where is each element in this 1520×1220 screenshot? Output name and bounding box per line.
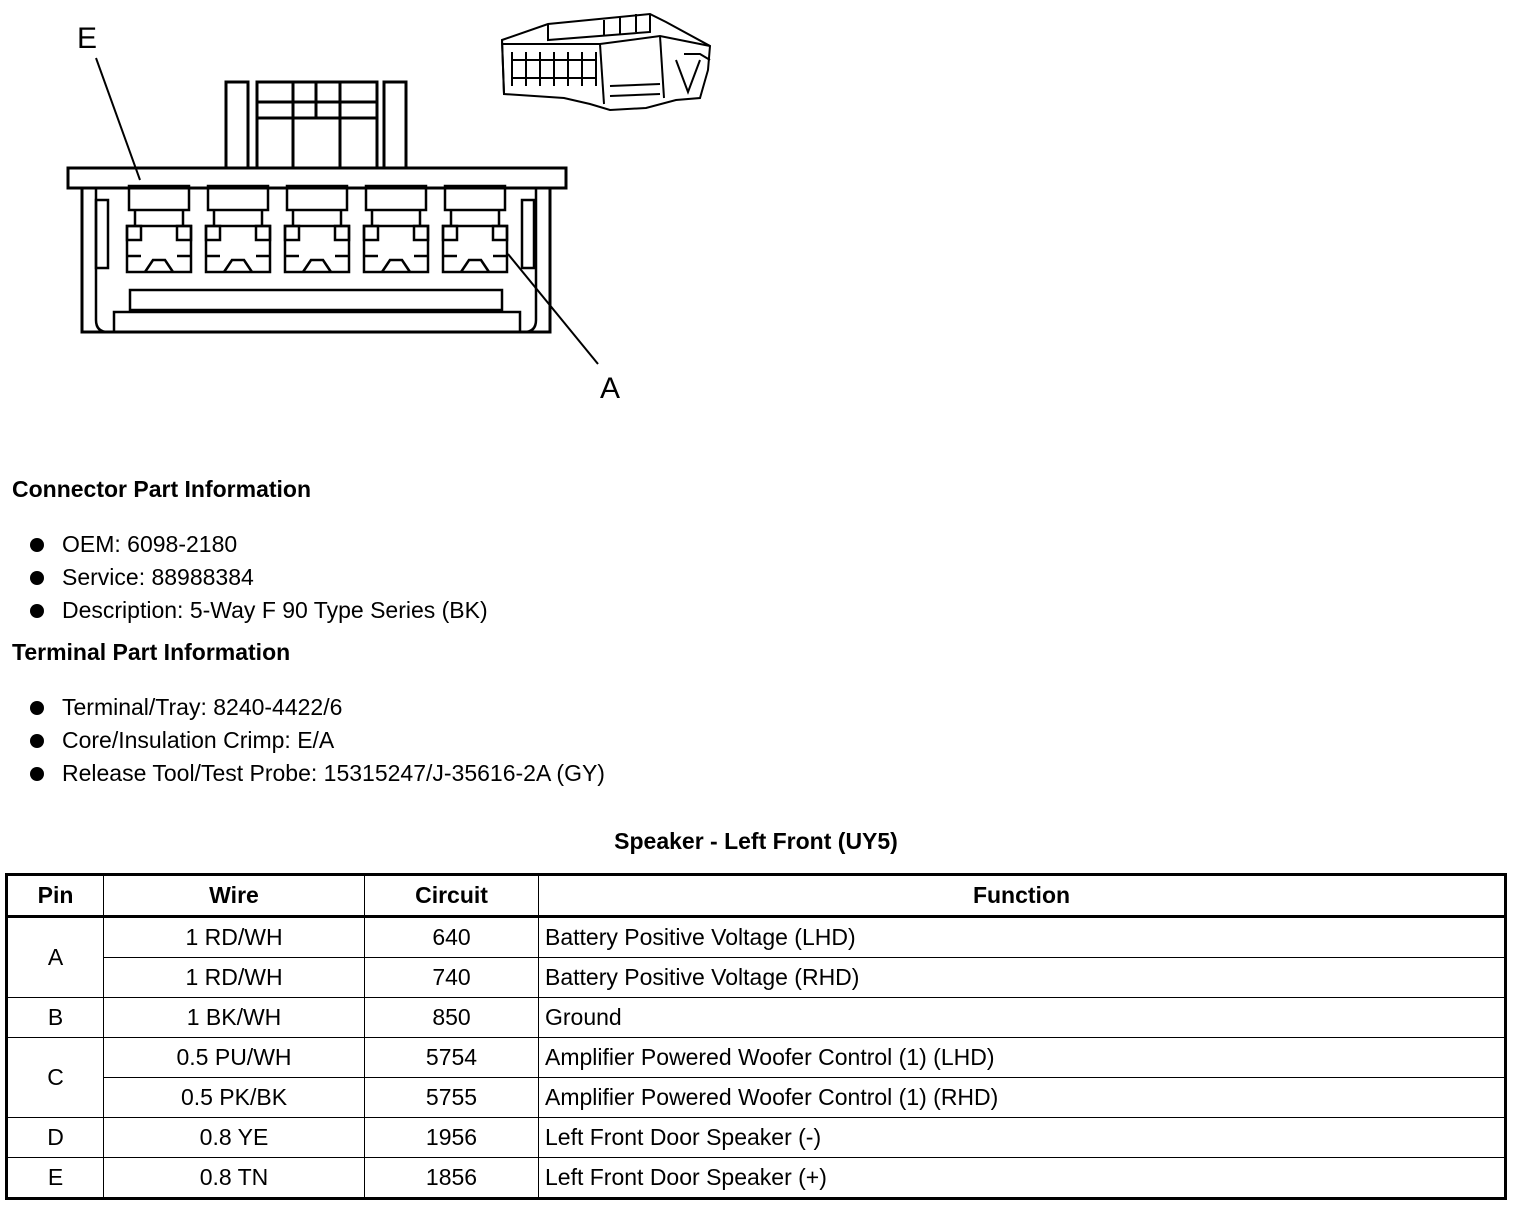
latch-post-left bbox=[224, 80, 250, 172]
wire-cell: 1 BK/WH bbox=[103, 997, 365, 1038]
list-item: Service: 88988384 bbox=[28, 561, 488, 594]
bullet-icon bbox=[30, 571, 44, 585]
circuit-cell: 740 bbox=[364, 957, 539, 998]
list-item: Core/Insulation Crimp: E/A bbox=[28, 724, 605, 757]
side-key-left bbox=[94, 198, 110, 270]
terminal-cavity bbox=[283, 184, 351, 274]
table-row: C 0.5 PU/WH 5754 Amplifier Powered Woofe… bbox=[6, 1037, 1506, 1118]
circuit-cell: 850 bbox=[364, 997, 539, 1038]
wire-cell: 1 RD/WH bbox=[103, 957, 365, 998]
callout-line-e bbox=[95, 57, 141, 181]
circuit-cell: 640 bbox=[364, 916, 539, 958]
function-cell: Amplifier Powered Woofer Control (1) (RH… bbox=[538, 1077, 1506, 1118]
function-cell: Battery Positive Voltage (RHD) bbox=[538, 957, 1506, 998]
latch-post-right bbox=[382, 80, 408, 172]
wire-cell: 0.8 YE bbox=[103, 1117, 365, 1158]
wire-cell: 0.5 PK/BK bbox=[103, 1077, 365, 1118]
function-cell: Amplifier Powered Woofer Control (1) (LH… bbox=[538, 1037, 1506, 1078]
connector-info-heading: Connector Part Information bbox=[12, 476, 312, 502]
connector-info-list: OEM: 6098-2180 Service: 88988384 Descrip… bbox=[28, 528, 488, 627]
list-item: Terminal/Tray: 8240-4422/6 bbox=[28, 691, 605, 724]
function-cell: Left Front Door Speaker (+) bbox=[538, 1157, 1506, 1199]
header-pin: Pin bbox=[6, 874, 104, 918]
wire-cell: 0.5 PU/WH bbox=[103, 1037, 365, 1078]
terminal-info-crimp: Core/Insulation Crimp: E/A bbox=[62, 727, 335, 753]
bullet-icon bbox=[30, 734, 44, 748]
connector-bottom-rib bbox=[128, 288, 504, 312]
table-row: 1 RD/WH 740 Battery Positive Voltage (RH… bbox=[7, 957, 1506, 998]
circuit-cell: 5755 bbox=[364, 1077, 539, 1118]
connector-housing bbox=[80, 188, 552, 334]
terminal-info-release-tool: Release Tool/Test Probe: 15315247/J-3561… bbox=[62, 760, 605, 786]
function-cell: Battery Positive Voltage (LHD) bbox=[538, 916, 1506, 958]
circuit-cell: 1856 bbox=[364, 1157, 539, 1199]
list-item: OEM: 6098-2180 bbox=[28, 528, 488, 561]
pin-cell: B bbox=[6, 997, 104, 1038]
bullet-icon bbox=[30, 538, 44, 552]
table-row: B 1 BK/WH 850 Ground bbox=[6, 997, 1506, 1038]
side-key-right bbox=[520, 198, 536, 270]
function-cell: Left Front Door Speaker (-) bbox=[538, 1117, 1506, 1158]
connector-info-oem: OEM: 6098-2180 bbox=[62, 531, 238, 557]
callout-line-a bbox=[507, 253, 599, 365]
pin-cell: E bbox=[6, 1157, 104, 1199]
terminal-cavity bbox=[441, 184, 509, 274]
header-circuit: Circuit bbox=[364, 874, 539, 918]
circuit-cell: 1956 bbox=[364, 1117, 539, 1158]
list-item: Release Tool/Test Probe: 15315247/J-3561… bbox=[28, 757, 605, 790]
pin-cell: A bbox=[6, 916, 104, 998]
table-row: A 1 RD/WH 640 Battery Positive Voltage (… bbox=[6, 916, 1506, 998]
pin-cell: D bbox=[6, 1117, 104, 1158]
wire-cell: 1 RD/WH bbox=[103, 916, 365, 958]
table-row: E 0.8 TN 1856 Left Front Door Speaker (+… bbox=[6, 1157, 1506, 1199]
latch-body bbox=[255, 80, 379, 172]
pin-cell: C bbox=[6, 1037, 104, 1118]
table-row: 0.5 PK/BK 5755 Amplifier Powered Woofer … bbox=[7, 1077, 1506, 1118]
connector-face-diagram: E A bbox=[66, 12, 712, 405]
connector-top-flange bbox=[66, 166, 568, 190]
circuit-cell: 5754 bbox=[364, 1037, 539, 1078]
terminal-info-list: Terminal/Tray: 8240-4422/6 Core/Insulati… bbox=[28, 691, 605, 790]
wire-cell: 0.8 TN bbox=[103, 1157, 365, 1199]
bullet-icon bbox=[30, 604, 44, 618]
table-row: D 0.8 YE 1956 Left Front Door Speaker (-… bbox=[6, 1117, 1506, 1158]
callout-label-e: E bbox=[77, 22, 97, 55]
callout-label-a: A bbox=[600, 372, 620, 405]
bullet-icon bbox=[30, 701, 44, 715]
table-title: Speaker - Left Front (UY5) bbox=[614, 828, 898, 854]
terminal-cavity bbox=[125, 184, 193, 274]
function-cell: Ground bbox=[538, 997, 1506, 1038]
connector-3d-view bbox=[500, 12, 712, 112]
list-item: Description: 5-Way F 90 Type Series (BK) bbox=[28, 594, 488, 627]
bullet-icon bbox=[30, 767, 44, 781]
header-function: Function bbox=[538, 874, 1506, 918]
terminal-cavity bbox=[204, 184, 272, 274]
terminal-cavity bbox=[362, 184, 430, 274]
connector-info-description: Description: 5-Way F 90 Type Series (BK) bbox=[62, 597, 488, 623]
pin-table: Pin Wire Circuit Function A 1 RD/WH 640 … bbox=[5, 873, 1507, 1200]
table-header-row: Pin Wire Circuit Function bbox=[6, 874, 1506, 918]
header-wire: Wire bbox=[103, 874, 365, 918]
terminal-info-heading: Terminal Part Information bbox=[12, 639, 291, 665]
connector-info-service: Service: 88988384 bbox=[62, 564, 254, 590]
terminal-info-tray: Terminal/Tray: 8240-4422/6 bbox=[62, 694, 343, 720]
